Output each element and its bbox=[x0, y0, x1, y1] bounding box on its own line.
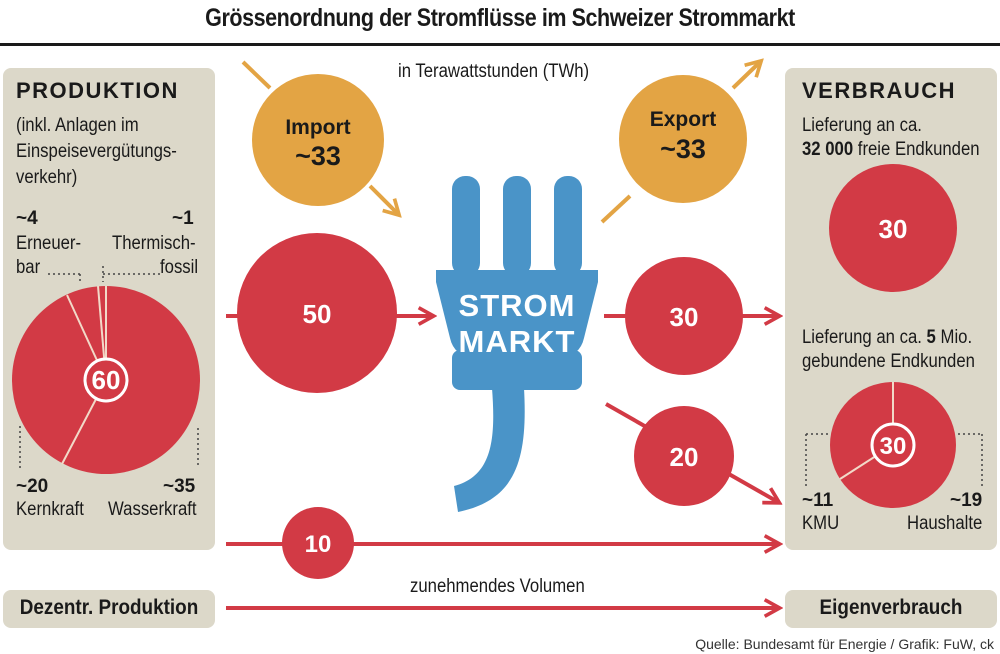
erneuerbar-label-2: bar bbox=[16, 257, 41, 278]
eigenverbrauch-label: Eigenverbrauch bbox=[819, 596, 963, 619]
eigenverbrauch-box bbox=[785, 590, 997, 628]
import-arrow-out bbox=[368, 184, 398, 214]
verbrauch-bound-line1: Lieferung an ca. 5 Mio. bbox=[802, 326, 972, 350]
kmu-value: ~11 bbox=[802, 490, 834, 511]
verbrauch-heading: VERBRAUCH bbox=[802, 78, 957, 103]
thermisch-label-2: fossil bbox=[160, 257, 199, 278]
verbrauch-bound-line2: gebundene Endkunden bbox=[802, 351, 975, 372]
title-rule bbox=[0, 43, 1000, 46]
kmu-label: KMU bbox=[802, 513, 840, 534]
verbrauch-bound-count: 5 bbox=[926, 327, 936, 348]
strommarkt-line1: STROM bbox=[459, 288, 576, 323]
erneuerbar-value: ~4 bbox=[16, 208, 38, 229]
export-arrow-in bbox=[600, 194, 632, 224]
verbrauch-free-line1: Lieferung an ca. bbox=[802, 115, 922, 136]
verbrauch-free-count: 32 000 bbox=[802, 139, 854, 160]
plug-body bbox=[436, 270, 598, 358]
bypass-value: 10 bbox=[305, 531, 332, 558]
verbrauch-bound-prefix: Lieferung an ca. bbox=[802, 327, 927, 348]
verbrauch-free-bubble bbox=[829, 164, 957, 292]
source-note: Quelle: Bundesamt für Energie / Grafik: … bbox=[695, 636, 994, 652]
plug-prong-1 bbox=[452, 176, 480, 276]
outflow-bound-value: 20 bbox=[670, 442, 699, 472]
verbrauch-total-ring bbox=[870, 422, 916, 468]
verbrauch-free-rest: freie Endkunden bbox=[853, 139, 980, 160]
export-label: Export bbox=[650, 108, 717, 131]
wasserkraft-label: Wasserkraft bbox=[108, 499, 197, 520]
produktion-note-1: (inkl. Anlagen im bbox=[16, 115, 139, 136]
outflow-free-bubble bbox=[625, 257, 743, 375]
haushalte-label: Haushalte bbox=[907, 513, 983, 534]
verbrauch-pie bbox=[830, 382, 956, 508]
verbrauch-free-value: 30 bbox=[879, 214, 908, 244]
unit-note: in Terawattstunden (TWh) bbox=[398, 61, 590, 82]
produktion-note-2: Einspeisevergütungs- bbox=[16, 141, 177, 162]
verbrauch-bound-suffix: Mio. bbox=[935, 327, 973, 348]
outflow-free-value: 30 bbox=[670, 302, 699, 332]
produktion-note-3: verkehr) bbox=[16, 167, 78, 188]
export-arrow-out bbox=[731, 62, 760, 90]
wasserkraft-value: ~35 bbox=[163, 476, 196, 497]
plug-cable bbox=[454, 388, 525, 512]
verbrauch-bound-total: 30 bbox=[880, 433, 907, 460]
produktion-pie bbox=[12, 285, 200, 474]
thermisch-value: ~1 bbox=[172, 208, 194, 229]
outflow-bound-bubble bbox=[634, 406, 734, 506]
import-value: ~33 bbox=[295, 141, 341, 171]
import-arrow-in bbox=[241, 60, 272, 90]
inflow-value: 50 bbox=[303, 299, 332, 329]
import-label: Import bbox=[285, 116, 350, 139]
inflow-bubble bbox=[237, 233, 397, 393]
bypass-bubble bbox=[282, 507, 354, 579]
produktion-total-ring bbox=[83, 357, 129, 403]
export-value: ~33 bbox=[660, 134, 706, 164]
export-bubble bbox=[619, 75, 747, 203]
plug-base bbox=[452, 350, 582, 390]
kernkraft-value: ~20 bbox=[16, 476, 49, 497]
produktion-heading: PRODUKTION bbox=[16, 78, 179, 103]
verbrauch-free-line2: 32 000 freie Endkunden bbox=[802, 138, 980, 162]
plug-prong-2 bbox=[503, 176, 531, 276]
page-title: Grössenordnung der Stromflüsse im Schwei… bbox=[205, 4, 795, 32]
strommarkt-plug bbox=[436, 176, 598, 512]
erneuerbar-label-1: Erneuer- bbox=[16, 233, 82, 254]
import-bubble bbox=[252, 74, 384, 206]
plug-prong-3 bbox=[554, 176, 582, 276]
strommarkt-line2: MARKT bbox=[459, 324, 576, 359]
volume-label: zunehmendes Volumen bbox=[410, 576, 585, 597]
produktion-total: 60 bbox=[92, 365, 121, 395]
kernkraft-label: Kernkraft bbox=[16, 499, 84, 520]
haushalte-value: ~19 bbox=[950, 490, 983, 511]
dezentral-label: Dezentr. Produktion bbox=[19, 596, 199, 619]
thermisch-label-1: Thermisch- bbox=[112, 233, 196, 254]
dezentral-box bbox=[3, 590, 215, 628]
